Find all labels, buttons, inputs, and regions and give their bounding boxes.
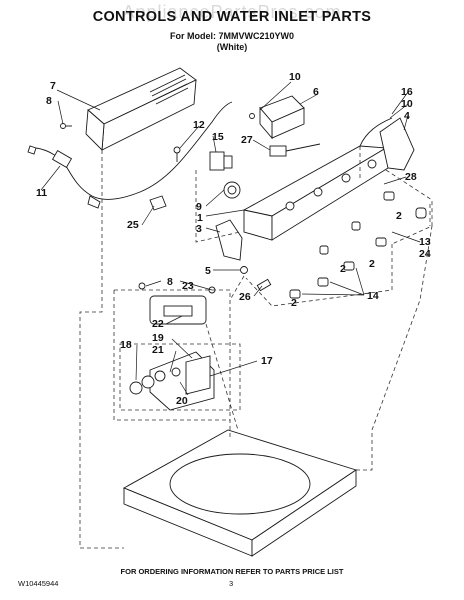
callout-22: 22 [152, 318, 164, 330]
ordering-note: FOR ORDERING INFORMATION REFER TO PARTS … [120, 567, 344, 576]
dashed-guides [79, 146, 433, 549]
rear-panel [85, 67, 197, 152]
power-cord [27, 101, 233, 209]
cabinet-top [122, 429, 358, 557]
callout-12: 12 [193, 119, 205, 131]
callout-2-c: 2 [340, 263, 346, 275]
document-number: W10445944 [18, 579, 59, 588]
callout-2-a: 2 [396, 210, 402, 222]
callout-9: 9 [196, 201, 202, 213]
callout-8-b: 8 [167, 276, 173, 288]
clip-5 [240, 266, 248, 274]
callout-8: 8 [46, 95, 52, 107]
leader-lines [40, 81, 421, 396]
control-console [242, 145, 389, 241]
end-cap-3 [215, 219, 243, 261]
callout-28: 28 [405, 171, 417, 183]
callout-2-d: 2 [291, 297, 297, 309]
callout-24: 24 [419, 248, 431, 260]
callout-15: 15 [212, 131, 224, 143]
callout-6: 6 [313, 86, 319, 98]
callout-25: 25 [127, 219, 139, 231]
switch-9 [223, 181, 241, 199]
wire-harness [359, 117, 393, 147]
callout-16: 16 [401, 86, 413, 98]
callout-2-b: 2 [369, 258, 375, 270]
callout-7: 7 [50, 80, 56, 92]
page-title: CONTROLS AND WATER INLET PARTS [92, 9, 372, 25]
screw-8-top [60, 123, 72, 129]
watermark: AppliancePartsPros.com [122, 2, 342, 22]
callout-10b: 10 [401, 98, 413, 110]
part-27 [269, 143, 321, 157]
callout-21: 21 [152, 344, 164, 356]
water-valve-assembly [129, 282, 216, 411]
page-number: 3 [229, 579, 234, 588]
callout-5: 5 [205, 265, 211, 277]
callout-10: 10 [289, 71, 301, 83]
callout-18: 18 [120, 339, 132, 351]
color-line: (White) [216, 42, 248, 52]
callout-27: 27 [241, 134, 253, 146]
knobs [289, 191, 427, 299]
callout-17: 17 [261, 355, 273, 367]
callout-19: 19 [152, 332, 164, 344]
timer-module [249, 95, 305, 140]
callout-4: 4 [404, 110, 410, 122]
callout-3: 3 [196, 223, 202, 235]
callout-1: 1 [197, 212, 203, 224]
callout-26: 26 [239, 291, 251, 303]
callout-14: 14 [367, 290, 379, 302]
callout-13: 13 [419, 236, 431, 248]
end-cap-4 [379, 117, 415, 171]
callout-11: 11 [36, 187, 47, 199]
callout-23: 23 [182, 280, 194, 292]
callout-20: 20 [176, 395, 188, 407]
callout-labels: 7 8 10 6 16 10 4 12 15 27 11 28 9 1 3 2 … [36, 71, 431, 407]
screw-12 [173, 146, 181, 162]
switch-15 [209, 151, 233, 171]
model-line: For Model: 7MMVWC210YW0 [169, 31, 294, 41]
